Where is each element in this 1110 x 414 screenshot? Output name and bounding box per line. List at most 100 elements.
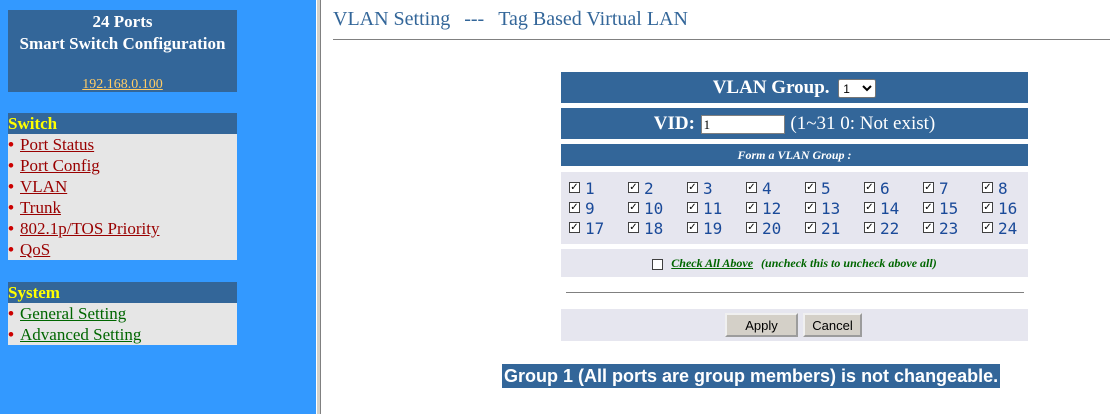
port-checkbox[interactable]: ✓ xyxy=(805,182,816,193)
port-checkbox[interactable]: ✓ xyxy=(982,182,993,193)
device-ip-link[interactable]: 192.168.0.100 xyxy=(82,77,163,92)
port-checkbox[interactable]: ✓ xyxy=(569,222,580,233)
title-divider xyxy=(333,39,1110,40)
bullet-icon: • xyxy=(8,325,14,344)
port-checkbox-item[interactable]: ✓16 xyxy=(982,199,1040,219)
port-number: 22 xyxy=(880,219,900,238)
port-checkbox-item[interactable]: ✓12 xyxy=(746,199,804,219)
port-checkbox-item[interactable]: ✓7 xyxy=(923,179,981,199)
port-checkbox-item[interactable]: ✓14 xyxy=(864,199,922,219)
switch-menu-title: Switch xyxy=(8,113,237,134)
menu-link[interactable]: Trunk xyxy=(20,198,61,217)
port-checkbox[interactable]: ✓ xyxy=(687,222,698,233)
port-checkbox[interactable]: ✓ xyxy=(923,222,934,233)
port-checkbox-item[interactable]: ✓13 xyxy=(805,199,863,219)
menu-item[interactable]: • VLAN xyxy=(8,176,237,197)
port-checkbox-grid: ✓1✓2✓3✓4✓5✓6✓7✓8✓9✓10✓11✓12✓13✓14✓15✓16✓… xyxy=(561,172,1028,244)
port-checkbox-item[interactable]: ✓2 xyxy=(628,179,686,199)
check-all-checkbox[interactable] xyxy=(652,258,664,270)
vlan-group-select[interactable]: 1 xyxy=(838,79,877,99)
port-checkbox-item[interactable]: ✓8 xyxy=(982,179,1040,199)
menu-link[interactable]: Advanced Setting xyxy=(20,325,142,344)
frame-divider[interactable] xyxy=(316,0,321,414)
system-menu: •General Setting• Advanced Setting xyxy=(8,303,237,345)
port-checkbox-item[interactable]: ✓ 23 xyxy=(923,219,981,239)
port-checkbox-item[interactable]: ✓ 22 xyxy=(864,219,922,239)
port-checkbox[interactable]: ✓ xyxy=(569,202,580,213)
port-checkbox[interactable]: ✓ xyxy=(923,202,934,213)
port-number: 23 xyxy=(939,219,959,238)
port-number: 5 xyxy=(821,179,831,198)
port-checkbox[interactable]: ✓ xyxy=(864,182,875,193)
port-checkbox[interactable]: ✓ xyxy=(923,182,934,193)
port-checkbox[interactable]: ✓ xyxy=(805,222,816,233)
menu-link[interactable]: Port Config xyxy=(20,156,100,175)
port-number: 24 xyxy=(998,219,1018,238)
menu-link[interactable]: Port Status xyxy=(20,135,95,154)
menu-item[interactable]: •Trunk xyxy=(8,197,237,218)
group-notice: Group 1 (All ports are group members) is… xyxy=(502,364,1001,388)
vid-label: VID: xyxy=(653,113,695,134)
port-checkbox[interactable]: ✓ xyxy=(864,202,875,213)
port-checkbox-item[interactable]: ✓ 24 xyxy=(982,219,1040,239)
bullet-icon: • xyxy=(8,240,14,259)
vid-input[interactable] xyxy=(700,115,785,135)
port-checkbox-item[interactable]: ✓3 xyxy=(687,179,745,199)
port-checkbox-item[interactable]: ✓6 xyxy=(864,179,922,199)
menu-item[interactable]: • Port Status xyxy=(8,134,237,155)
port-checkbox-item[interactable]: ✓5 xyxy=(805,179,863,199)
port-checkbox-item[interactable]: ✓4 xyxy=(746,179,804,199)
port-number: 19 xyxy=(703,219,723,238)
port-checkbox[interactable]: ✓ xyxy=(864,222,875,233)
bullet-icon: • xyxy=(8,135,14,154)
cancel-button[interactable]: Cancel xyxy=(803,313,862,337)
port-number: 2 xyxy=(644,179,654,198)
port-checkbox[interactable]: ✓ xyxy=(628,202,639,213)
port-number: 9 xyxy=(585,199,595,218)
menu-item[interactable]: •Port Config xyxy=(8,155,237,176)
port-checkbox-item[interactable]: ✓20 xyxy=(746,219,804,239)
port-checkbox[interactable]: ✓ xyxy=(569,182,580,193)
bullet-icon: • xyxy=(8,177,14,196)
menu-item[interactable]: •General Setting xyxy=(8,303,237,324)
port-number: 4 xyxy=(762,179,772,198)
page-title-sub: Tag Based Virtual LAN xyxy=(498,8,688,30)
button-row: Apply Cancel xyxy=(561,309,1028,341)
apply-button[interactable]: Apply xyxy=(725,313,798,337)
port-number: 18 xyxy=(644,219,664,238)
port-checkbox-item[interactable]: ✓9 xyxy=(569,199,627,219)
menu-link[interactable]: QoS xyxy=(20,240,51,259)
port-checkbox-item[interactable]: ✓ 18 xyxy=(628,219,686,239)
port-number: 6 xyxy=(880,179,890,198)
port-checkbox[interactable]: ✓ xyxy=(687,202,698,213)
device-config-title: Smart Switch Configuration xyxy=(19,34,226,53)
port-checkbox[interactable]: ✓ xyxy=(746,222,757,233)
page-title-main: VLAN Setting xyxy=(333,8,451,30)
port-number: 8 xyxy=(998,179,1008,198)
port-checkbox-item[interactable]: ✓11 xyxy=(687,199,745,219)
menu-link[interactable]: General Setting xyxy=(20,304,127,323)
page-title-separator: --- xyxy=(464,8,485,30)
port-checkbox[interactable]: ✓ xyxy=(746,202,757,213)
port-checkbox-item[interactable]: ✓15 xyxy=(923,199,981,219)
port-checkbox[interactable]: ✓ xyxy=(687,182,698,193)
port-checkbox-item[interactable]: ✓1 xyxy=(569,179,627,199)
menu-item[interactable]: • Advanced Setting xyxy=(8,324,237,345)
port-checkbox[interactable]: ✓ xyxy=(628,182,639,193)
menu-item[interactable]: • QoS xyxy=(8,239,237,260)
menu-item[interactable]: •802.1p/TOS Priority xyxy=(8,218,237,239)
menu-link[interactable]: 802.1p/TOS Priority xyxy=(20,219,160,238)
check-all-link[interactable]: Check All Above xyxy=(671,256,754,270)
port-checkbox[interactable]: ✓ xyxy=(982,202,993,213)
port-checkbox[interactable]: ✓ xyxy=(982,222,993,233)
port-checkbox[interactable]: ✓ xyxy=(746,182,757,193)
page-title: VLAN Setting --- Tag Based Virtual LAN xyxy=(333,8,688,31)
port-checkbox-item[interactable]: ✓17 xyxy=(569,219,627,239)
port-checkbox-item[interactable]: ✓21 xyxy=(805,219,863,239)
menu-link[interactable]: VLAN xyxy=(20,177,68,196)
port-checkbox[interactable]: ✓ xyxy=(628,222,639,233)
port-checkbox-item[interactable]: ✓ 19 xyxy=(687,219,745,239)
port-checkbox-item[interactable]: ✓10 xyxy=(628,199,686,219)
vlan-group-bar: VLAN Group. 1 xyxy=(561,72,1028,103)
port-checkbox[interactable]: ✓ xyxy=(805,202,816,213)
